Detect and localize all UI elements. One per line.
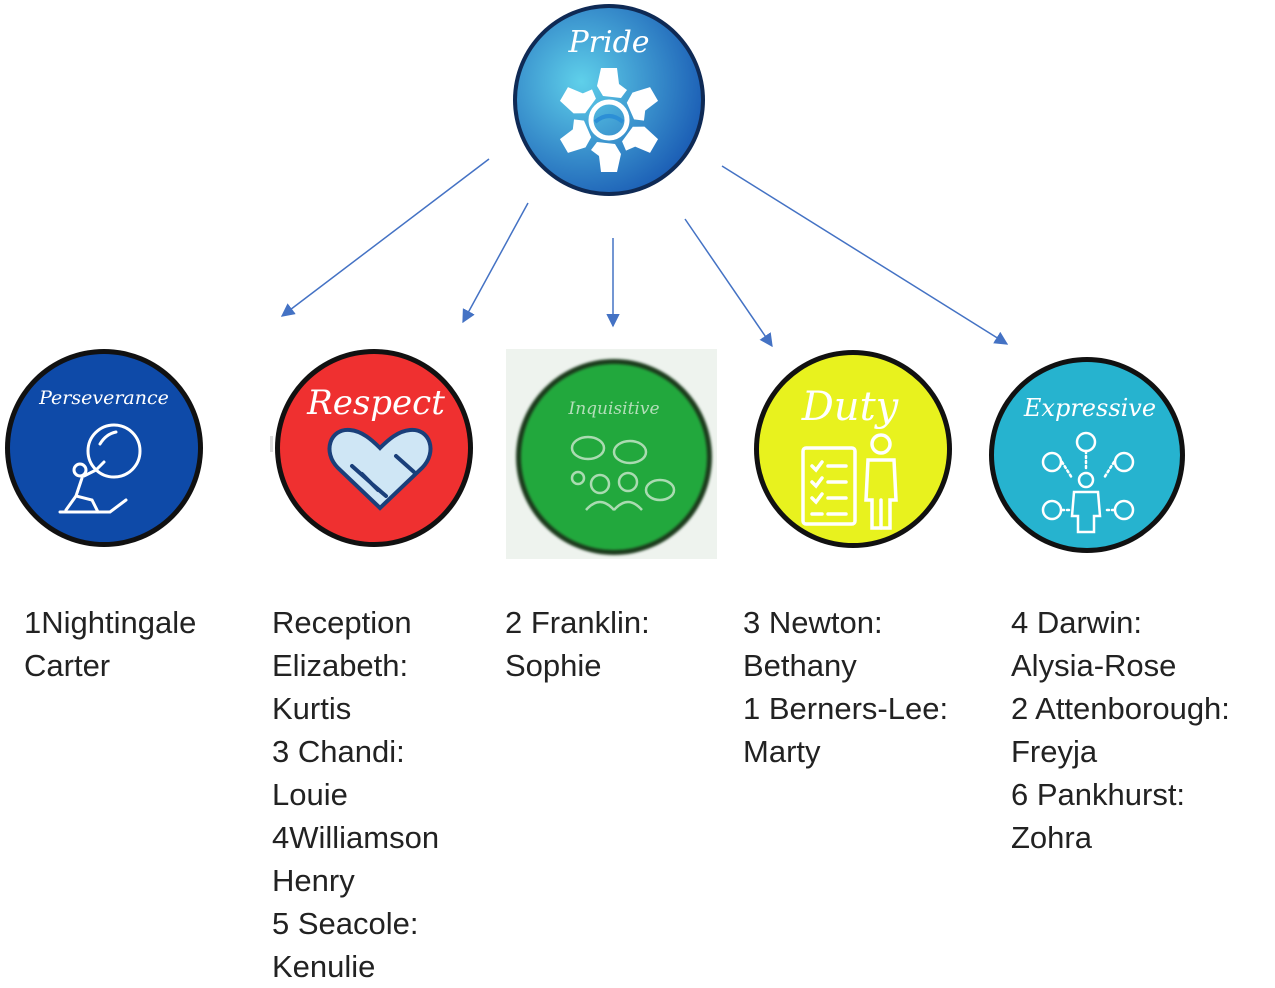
arrow-to-perseverance: [280, 158, 490, 317]
checklist-person-icon: [801, 433, 898, 530]
name-line: 2 Franklin:: [505, 605, 650, 640]
duty-label: Duty: [801, 384, 900, 430]
respect-names: Reception Elizabeth: Kurtis 3 Chandi: Lo…: [272, 601, 439, 988]
perseverance-label: Perseverance: [38, 387, 169, 409]
name-line: 4Williamson: [272, 820, 440, 855]
name-line: Elizabeth:: [272, 648, 409, 683]
perseverance-names: 1Nightingale Carter: [24, 601, 196, 687]
name-line: Henry: [272, 863, 355, 898]
duty-badge: Duty: [754, 350, 952, 548]
name-line: Alysia-Rose: [1011, 648, 1177, 683]
name-line: Carter: [24, 648, 111, 683]
pride-badge: Pride: [513, 4, 705, 196]
arrow-to-respect: [462, 202, 529, 324]
name-line: Reception: [272, 605, 412, 640]
name-line: Marty: [743, 734, 821, 769]
expressive-label: Expressive: [1023, 394, 1156, 422]
name-line: 3 Newton:: [743, 605, 883, 640]
expressive-names: 4 Darwin: Alysia-Rose 2 Attenborough: Fr…: [1011, 601, 1230, 859]
inquisitive-badge: Inquisitive: [506, 349, 717, 559]
name-line: 1 Berners-Lee:: [743, 691, 949, 726]
name-line: 6 Pankhurst:: [1011, 777, 1186, 812]
name-line: Zohra: [1011, 820, 1092, 855]
name-line: 1Nightingale: [24, 605, 197, 640]
name-line: Freyja: [1011, 734, 1098, 769]
name-line: Kenulie: [272, 949, 376, 984]
respect-label: Respect: [306, 383, 445, 423]
arrows: [280, 158, 1009, 348]
sisyphus-climber-icon: [58, 423, 142, 514]
name-line: 2 Attenborough:: [1011, 691, 1230, 726]
name-line: Sophie: [505, 648, 602, 683]
respect-badge: Respect: [270, 349, 473, 547]
name-line: Bethany: [743, 648, 857, 683]
duty-names: 3 Newton: Bethany 1 Berners-Lee: Marty: [743, 601, 948, 773]
arrow-to-expressive: [721, 165, 1009, 345]
person-emotions-icon: [1041, 431, 1135, 534]
expressive-badge: Expressive: [989, 357, 1185, 553]
name-line: 5 Seacole:: [272, 906, 419, 941]
thinking-people-icon: [570, 435, 676, 511]
pride-label: Pride: [567, 25, 649, 60]
inquisitive-label: Inquisitive: [567, 399, 659, 419]
inquisitive-names: 2 Franklin: Sophie: [505, 601, 650, 687]
hands-circle-icon: [554, 68, 664, 172]
name-line: Kurtis: [272, 691, 352, 726]
heart-handshake-icon: [327, 427, 433, 511]
arrow-to-duty: [684, 218, 773, 348]
name-line: Louie: [272, 777, 348, 812]
name-line: 4 Darwin:: [1011, 605, 1142, 640]
perseverance-badge: Perseverance: [5, 349, 203, 547]
name-line: 3 Chandi:: [272, 734, 405, 769]
